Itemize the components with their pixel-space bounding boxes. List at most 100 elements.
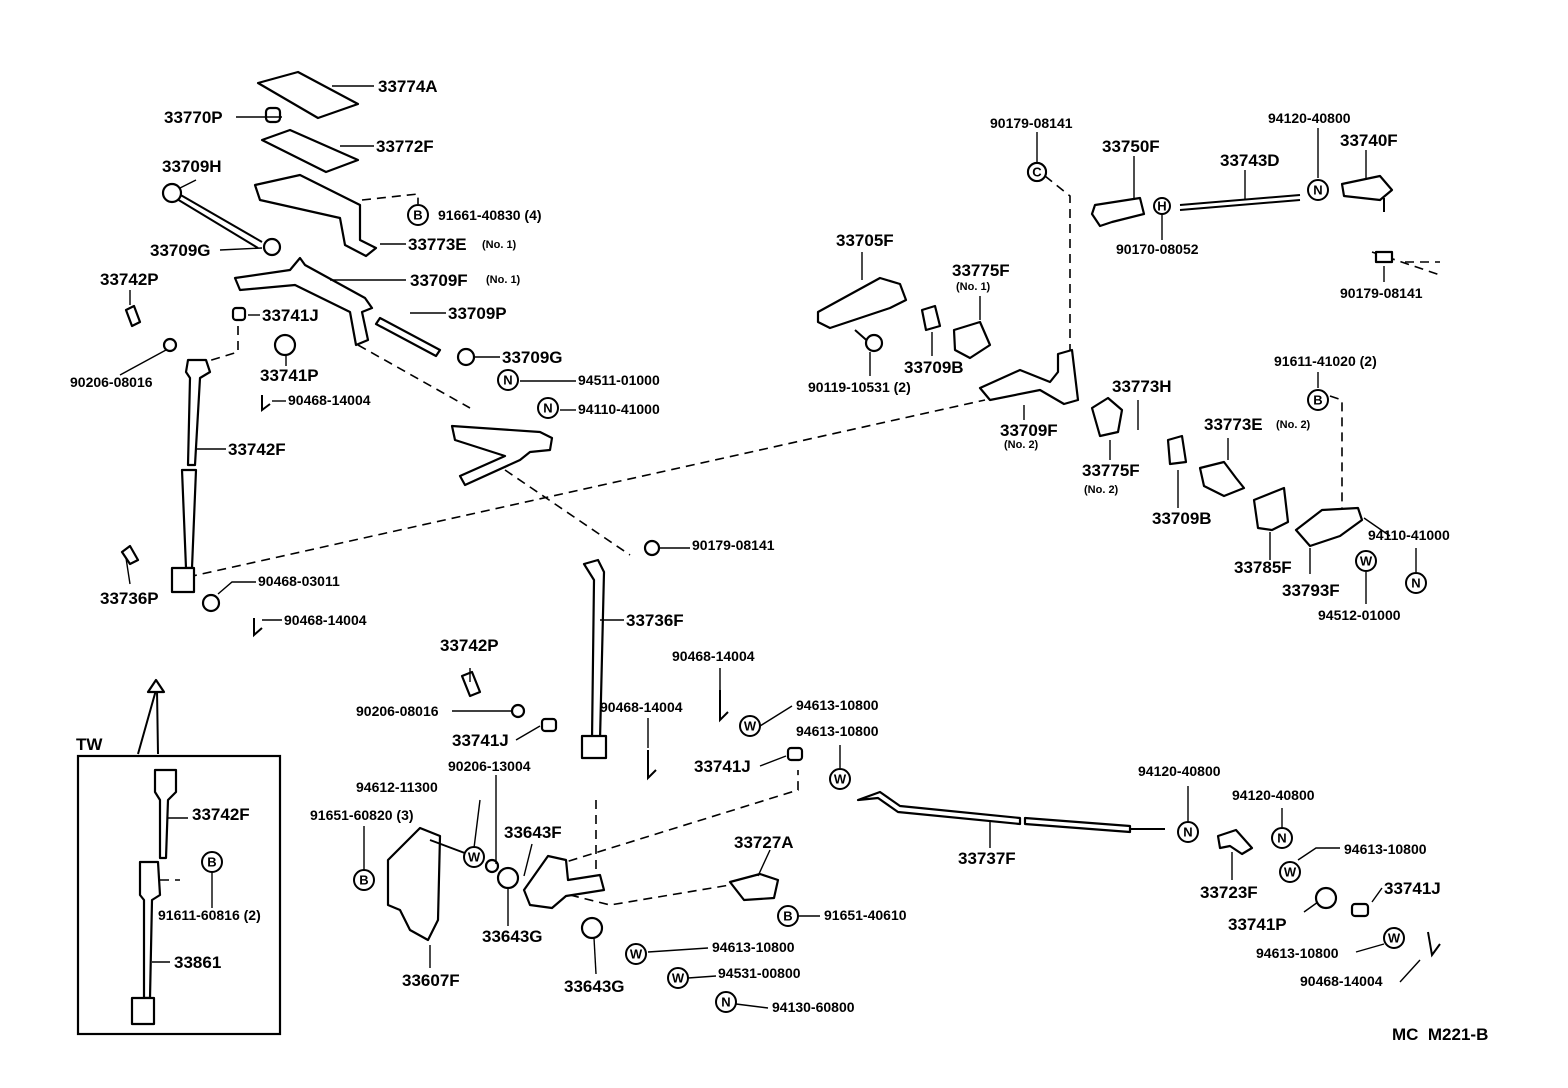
label-94612-11300: 94612-11300 (356, 779, 438, 795)
bushing-33770P (264, 106, 282, 124)
joint-33750F (1090, 196, 1146, 228)
rod-33742F-tw (153, 768, 178, 860)
washer-symbol: W (630, 947, 643, 962)
label-33643G-b: 33643G (564, 977, 625, 996)
label-33723F: 33723F (1200, 883, 1258, 902)
part-shapes (120, 70, 1441, 1026)
label-33741J-b: 33741J (452, 731, 509, 750)
label-33737F: 33737F (958, 849, 1016, 868)
bush-33775F-1 (952, 320, 992, 360)
washer-symbol: W (834, 772, 847, 787)
label-33709F-2: 33709F (1000, 421, 1058, 440)
bush-33775F-2 (1090, 396, 1124, 438)
label-33709H: 33709H (162, 157, 222, 176)
label-94130-60800: 94130-60800 (772, 999, 855, 1015)
label-90206-08016-a: 90206-08016 (70, 374, 153, 390)
part-labels: 33774A 33770P 33772F 33709H 91661-40830 … (70, 77, 1488, 1044)
label-33742P-a: 33742P (100, 270, 159, 289)
washer-symbol: W (468, 850, 481, 865)
label-no2-a: (No. 2) (1004, 439, 1039, 451)
bolt-33742P-a (124, 304, 142, 328)
label-33773H: 33773H (1112, 377, 1172, 396)
nut-symbol: N (1411, 576, 1420, 591)
washer-symbol: W (1284, 865, 1297, 880)
label-94613-10800-c: 94613-10800 (1344, 841, 1427, 857)
nut-symbol: N (1183, 825, 1192, 840)
label-33750F: 33750F (1102, 137, 1160, 156)
label-33709G-a: 33709G (150, 241, 211, 260)
label-33775F-2: 33775F (1082, 461, 1140, 480)
label-33709F-1: 33709F (410, 271, 468, 290)
label-33736F: 33736F (626, 611, 684, 630)
label-94511-01000: 94511-01000 (578, 372, 660, 388)
label-33793F: 33793F (1282, 581, 1340, 600)
nut-symbol: N (721, 995, 730, 1010)
label-33727A: 33727A (734, 833, 794, 852)
ring-33643G-a (496, 866, 520, 890)
label-no1-c: (No. 1) (956, 281, 991, 293)
label-33743D: 33743D (1220, 151, 1280, 170)
shift-fork (450, 424, 554, 487)
label-33736P: 33736P (100, 589, 159, 608)
lever-33705F (816, 276, 908, 330)
dashed-lines (160, 175, 1441, 906)
bushing-33741J-a (231, 306, 247, 322)
hex-symbol: H (1157, 199, 1166, 214)
label-90179-08141-a: 90179-08141 (990, 115, 1073, 131)
label-94613-10800-d: 94613-10800 (712, 939, 795, 955)
label-90468-03011: 90468-03011 (258, 573, 340, 589)
label-94512-01000: 94512-01000 (1318, 607, 1401, 623)
nut-symbol: N (543, 401, 552, 416)
bracket-33785F (1252, 486, 1290, 532)
rod-33861 (138, 860, 162, 1000)
symbol-circles: B N N C H N B W N W W W B N N W B W W N … (201, 162, 1427, 1013)
label-33705F: 33705F (836, 231, 894, 250)
label-94531-00800: 94531-00800 (718, 965, 801, 981)
label-90206-13004: 90206-13004 (448, 758, 531, 774)
label-91651-60820: 91651-60820 (3) (310, 807, 414, 823)
label-91661-40830: 91661-40830 (4) (438, 207, 542, 223)
label-94120-40800-c: 94120-40800 (1232, 787, 1315, 803)
label-33709G-b: 33709G (502, 348, 563, 367)
bolt-symbol: B (1313, 393, 1322, 408)
bolt-33742P-b (460, 670, 482, 698)
label-no1-a: (No. 1) (482, 239, 517, 251)
drawing-code: MC M221-B (1392, 1025, 1488, 1044)
label-90119-10531: 90119-10531 (2) (808, 379, 911, 395)
nut-33709G-b (456, 347, 476, 367)
label-33741J-a: 33741J (262, 306, 319, 325)
label-90179-08141-b: 90179-08141 (1340, 285, 1423, 301)
rod-33742F (184, 358, 212, 467)
label-33742F-b: 33742F (192, 805, 250, 824)
label-90206-08016-b: 90206-08016 (356, 703, 439, 719)
bushing-33741J-d (1350, 902, 1370, 918)
label-33772F: 33772F (376, 137, 434, 156)
label-90468-14004-c: 90468-14004 (672, 648, 755, 664)
label-94120-40800-a: 94120-40800 (1268, 110, 1351, 126)
label-33773E-1: 33773E (408, 235, 467, 254)
label-33741J-d: 33741J (1384, 879, 1441, 898)
label-33741P-b: 33741P (1228, 915, 1287, 934)
washer-symbol: W (1388, 931, 1401, 946)
label-91651-40610: 91651-40610 (824, 907, 907, 923)
plate-33774A (256, 70, 360, 120)
label-33607F: 33607F (402, 971, 460, 990)
nut-33709G-a (262, 237, 282, 257)
label-90179-08141-c: 90179-08141 (692, 537, 775, 553)
label-90170-08052: 90170-08052 (1116, 241, 1199, 257)
label-94613-10800-b: 94613-10800 (796, 723, 879, 739)
bushing-33741P-a (273, 333, 297, 357)
label-tw: TW (76, 735, 103, 754)
label-33709B-b: 33709B (1152, 509, 1212, 528)
label-33741J-c: 33741J (694, 757, 751, 776)
label-90468-14004-a: 90468-14004 (288, 392, 371, 408)
bolt-symbol: B (783, 909, 792, 924)
label-94110-41000-a: 94110-41000 (578, 401, 660, 417)
label-91611-60816: 91611-60816 (2) (158, 907, 261, 923)
label-33643G-a: 33643G (482, 927, 543, 946)
label-90468-14004-e: 90468-14004 (1300, 973, 1383, 989)
washer-symbol: W (672, 971, 685, 986)
bracket-33607F (386, 826, 442, 942)
clip-symbol: C (1032, 165, 1042, 180)
rod-33743D (1179, 194, 1301, 206)
